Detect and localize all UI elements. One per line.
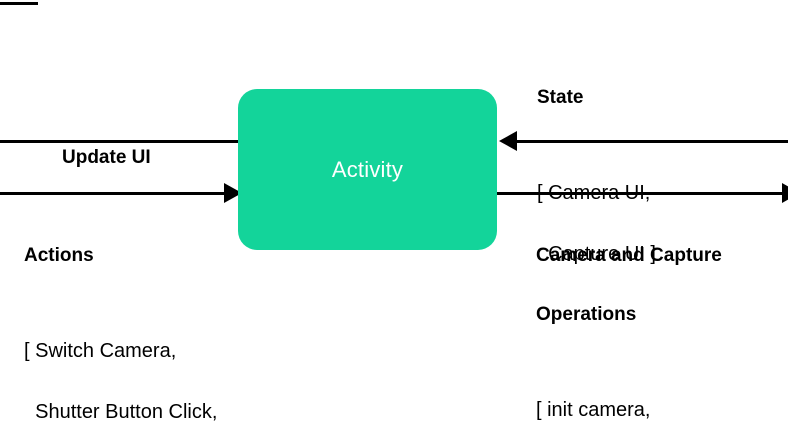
edge-label-camera-capture-operations-title-line-2: Operations [536, 304, 637, 325]
edge-line-update-ui [0, 140, 239, 143]
arrow-head-state-icon [499, 131, 517, 151]
edge-label-state: State [ Camera UI, Capture UI ] [537, 50, 656, 339]
edge-label-update-ui: Update UI [62, 110, 151, 205]
edge-label-update-ui-title: Update UI [62, 147, 151, 168]
edge-label-camera-capture-operations: Camera and Capture Operations [ init cam… [536, 208, 722, 444]
activity-node-label: Activity [331, 156, 404, 182]
edge-label-camera-capture-operations-title-line-1: Camera and Capture [536, 245, 722, 266]
top-left-rule [0, 2, 38, 5]
edge-line-camera-capture-operations [497, 192, 788, 195]
arrow-head-camera-capture-operations-icon [782, 183, 788, 203]
list-item: Shutter Button Click, [24, 401, 218, 423]
edge-line-actions [0, 192, 230, 195]
edge-label-state-items: [ Camera UI, Capture UI ] [537, 145, 656, 303]
list-item: [ Camera UI, [537, 182, 651, 204]
edge-label-actions: Actions [ Switch Camera, Shutter Button … [24, 208, 266, 444]
edge-line-state [513, 140, 788, 143]
list-item: [ Switch Camera, [24, 340, 177, 362]
list-item: Capture UI ] [537, 243, 656, 265]
list-item: [ init camera, [536, 399, 651, 421]
activity-node[interactable]: Activity [238, 89, 497, 250]
edge-label-camera-capture-operations-items: [ init camera, start preview, stop previ… [536, 362, 722, 444]
arrow-head-actions-icon [224, 183, 242, 203]
edge-label-actions-title: Actions [24, 245, 94, 266]
edge-label-state-title: State [537, 87, 584, 108]
edge-label-actions-items: [ Switch Camera, Shutter Button Click, C… [24, 303, 266, 444]
